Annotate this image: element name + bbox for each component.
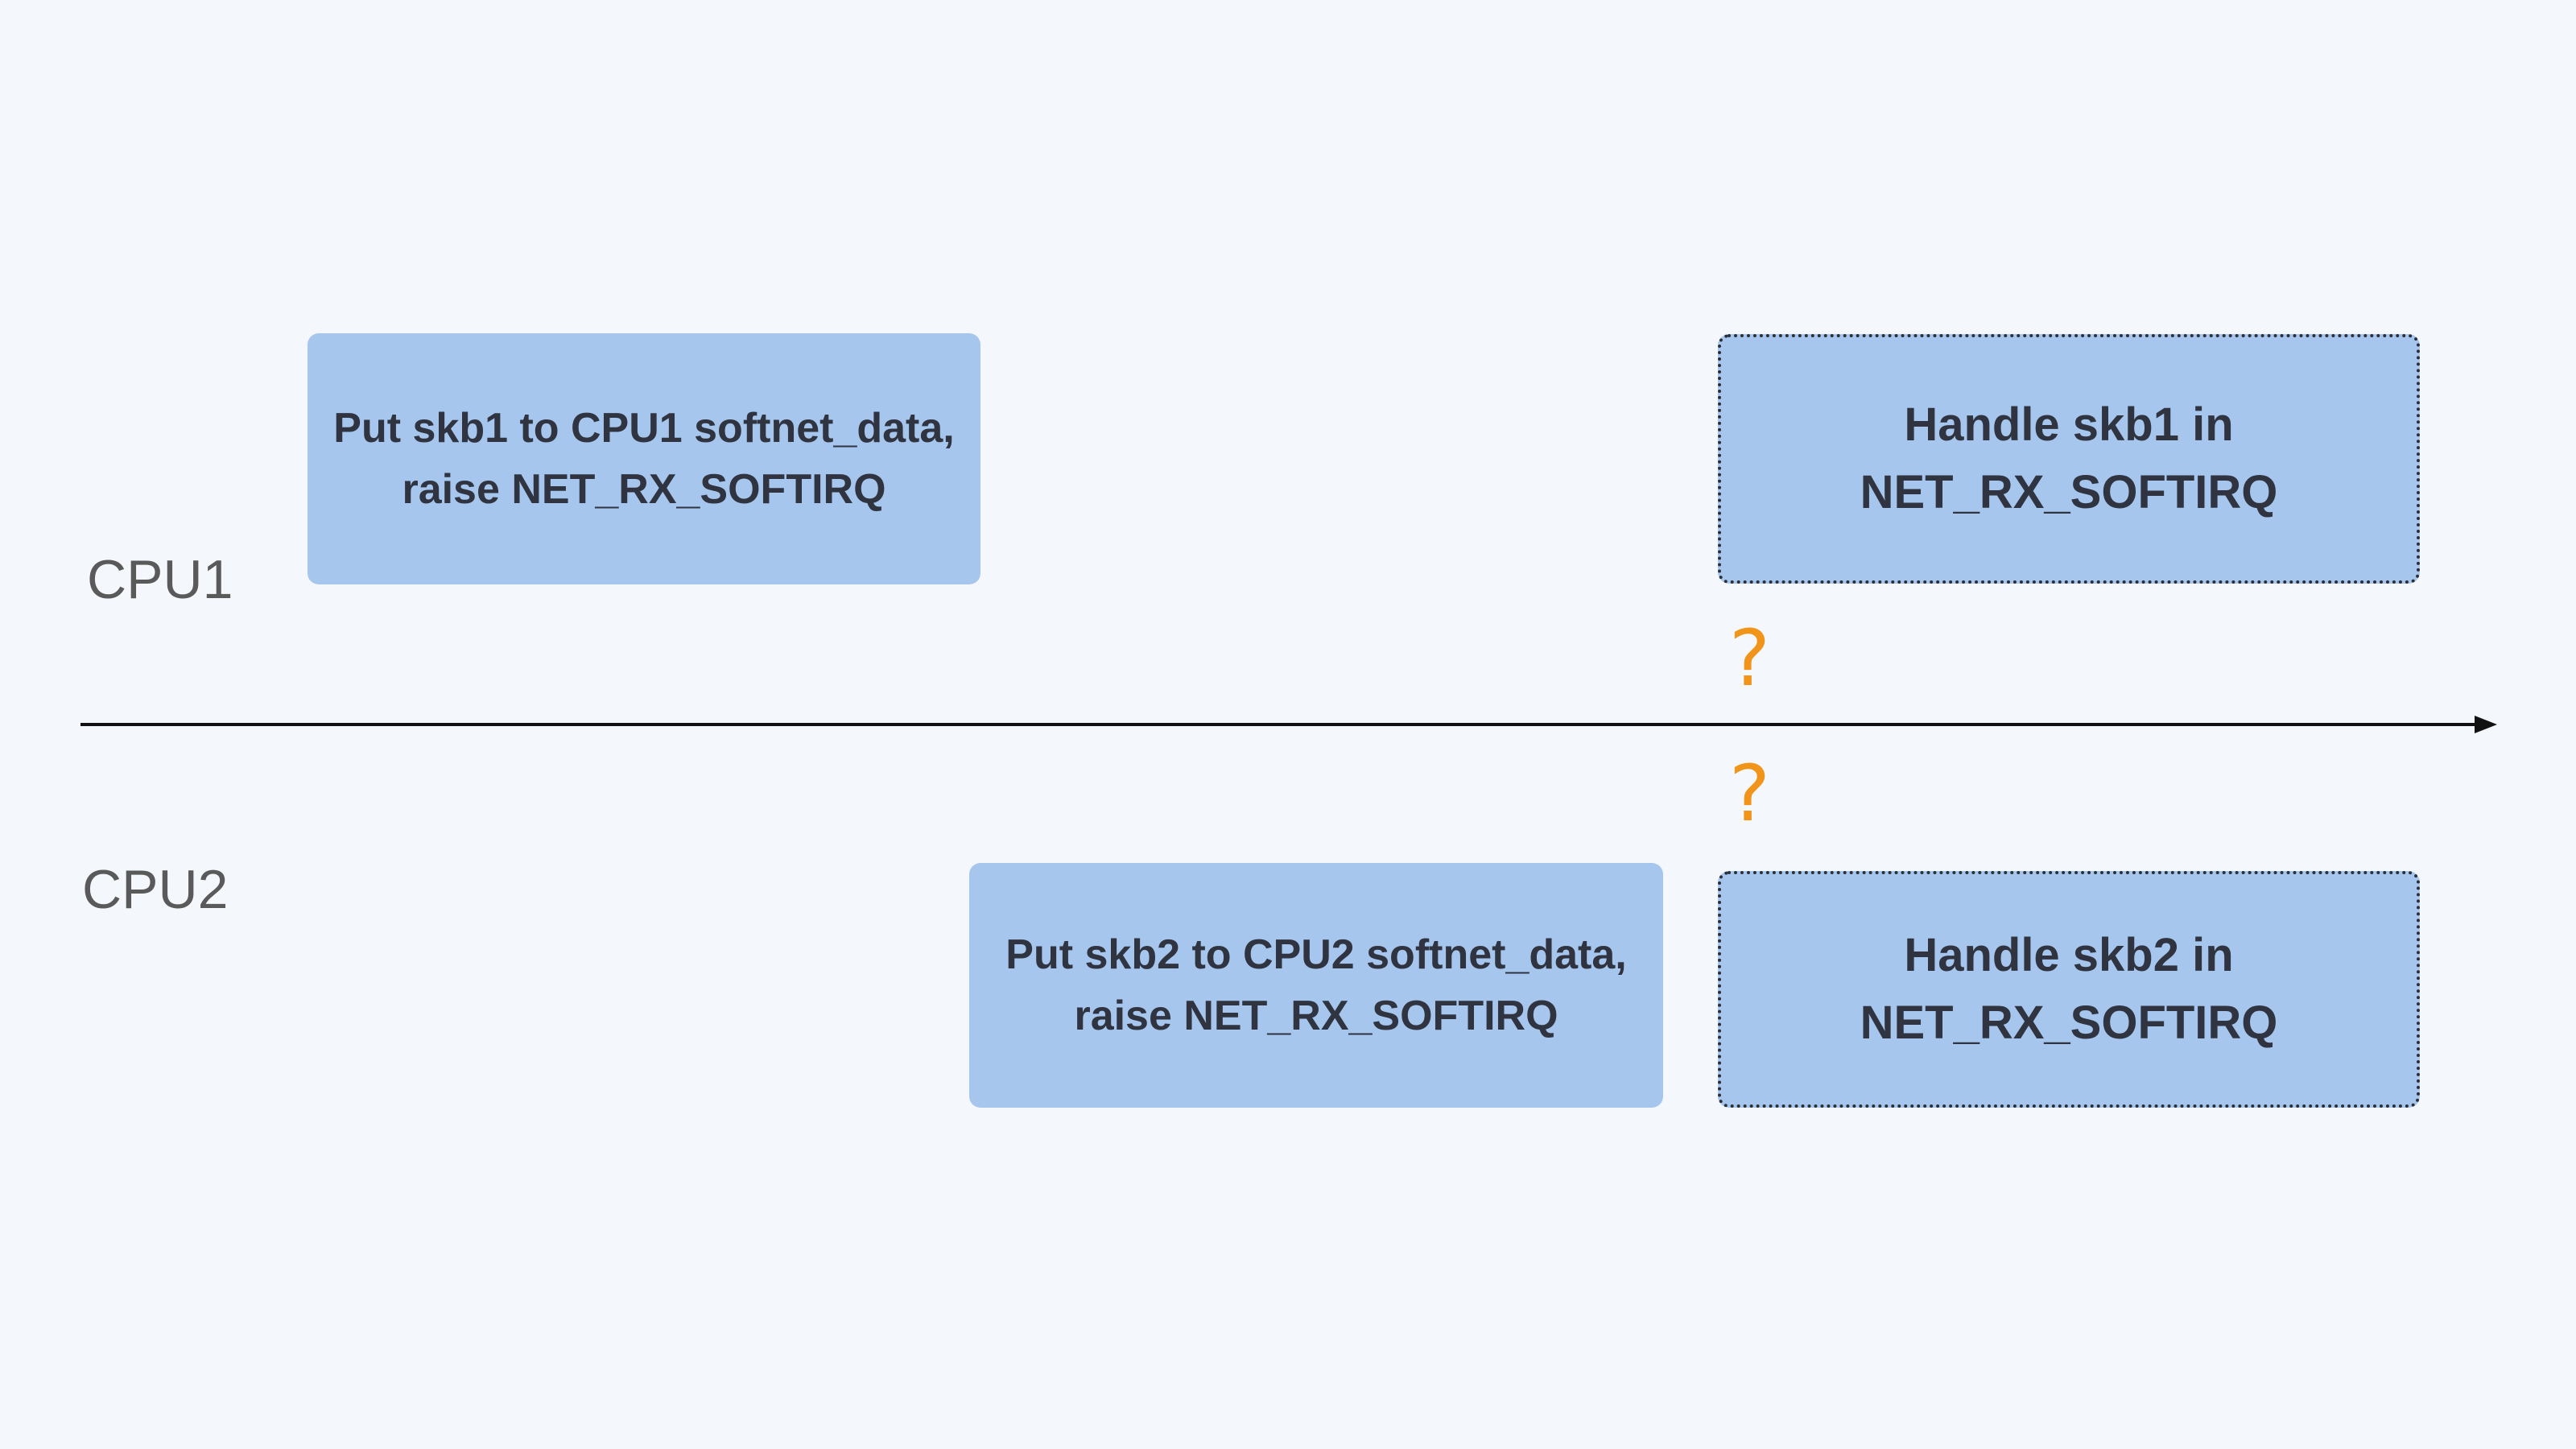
put-skb2-box: Put skb2 to CPU2 softnet_data, raise NET… <box>969 863 1663 1108</box>
cpu2-lane-label: CPU2 <box>82 859 229 920</box>
handle-skb2-line2: NET_RX_SOFTIRQ <box>1860 997 2278 1049</box>
put-skb1-text: Put skb1 to CPU1 softnet_data, raise NET… <box>333 398 954 520</box>
handle-skb1-line2: NET_RX_SOFTIRQ <box>1860 466 2278 518</box>
put-skb2-line1: Put skb2 to CPU2 softnet_data, <box>1005 931 1627 978</box>
handle-skb1-box: Handle skb1 in NET_RX_SOFTIRQ <box>1718 334 2420 584</box>
handle-skb2-text: Handle skb2 in NET_RX_SOFTIRQ <box>1860 922 2278 1057</box>
put-skb1-box: Put skb1 to CPU1 softnet_data, raise NET… <box>308 333 980 584</box>
put-skb1-line1: Put skb1 to CPU1 softnet_data, <box>333 405 955 452</box>
put-skb2-line2: raise NET_RX_SOFTIRQ <box>1074 993 1558 1039</box>
put-skb1-line2: raise NET_RX_SOFTIRQ <box>402 466 886 513</box>
question-mark-top: ? <box>1729 613 1770 704</box>
handle-skb2-box: Handle skb2 in NET_RX_SOFTIRQ <box>1718 871 2420 1108</box>
handle-skb1-line1: Handle skb1 in <box>1904 398 2234 451</box>
cpu1-lane-label: CPU1 <box>87 549 233 610</box>
handle-skb2-line1: Handle skb2 in <box>1904 929 2234 981</box>
question-mark-bottom: ? <box>1729 749 1770 839</box>
time-axis-arrowhead <box>2475 716 2497 733</box>
handle-skb1-text: Handle skb1 in NET_RX_SOFTIRQ <box>1860 391 2278 526</box>
put-skb2-text: Put skb2 to CPU2 softnet_data, raise NET… <box>1005 924 1626 1046</box>
